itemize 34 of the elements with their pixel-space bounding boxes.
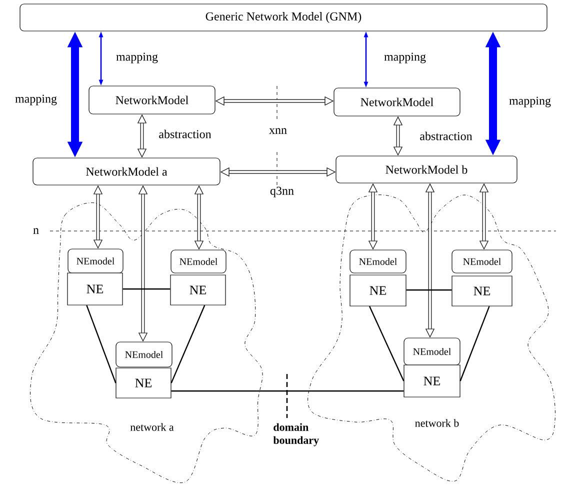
element-box: NE (116, 368, 172, 398)
line-label: n (33, 228, 39, 234)
connection-line (406, 289, 452, 291)
model-box: Generic Network Model (GNM) (20, 4, 548, 32)
element-box: NE (452, 276, 512, 306)
connection-line (171, 390, 404, 392)
connection-line (122, 288, 170, 290)
edge-label: xnn (269, 128, 287, 134)
model-box: NEmodel (116, 342, 172, 368)
model-box: NEmodel (452, 250, 512, 274)
model-box: NetworkModel (88, 86, 216, 114)
model-box: NetworkModel a (32, 158, 220, 186)
edge-label: mapping (116, 52, 158, 64)
boundary-label: domain boundary (273, 423, 319, 446)
edge-label: abstraction (159, 130, 212, 138)
model-box: NetworkModel (334, 88, 460, 116)
element-box: NE (170, 274, 226, 306)
connection-line (86, 305, 116, 384)
edge-label: abstraction (420, 132, 472, 140)
element-box: NE (350, 274, 406, 306)
edge-label: mapping (15, 94, 57, 106)
model-box: NEmodel (170, 250, 226, 274)
edge-label: mapping (384, 52, 426, 64)
model-box: NEmodel (350, 250, 406, 274)
model-box: NetworkModel b (336, 156, 518, 184)
element-box: NE (67, 272, 123, 306)
edge-label: q3nn (270, 186, 294, 198)
element-box: NE (404, 364, 460, 398)
connection-line (368, 306, 404, 382)
edge-label: mapping (509, 96, 551, 108)
connection-line (170, 305, 206, 384)
connection-line (460, 306, 490, 382)
model-box: NEmodel (68, 248, 124, 274)
model-box: NEmodel (404, 338, 460, 366)
